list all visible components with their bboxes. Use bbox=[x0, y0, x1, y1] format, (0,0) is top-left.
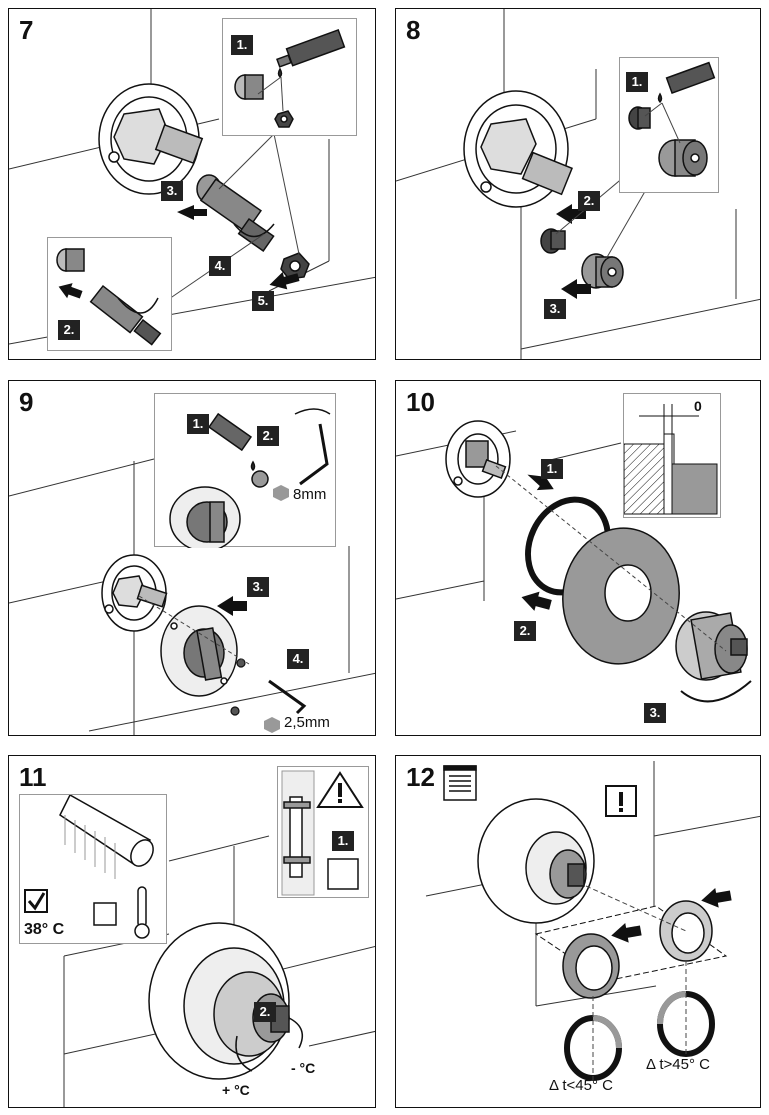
delta-low-label: Δ t<45° C bbox=[549, 1077, 613, 1094]
document-icon bbox=[443, 765, 477, 801]
step-badge: 4. bbox=[287, 649, 309, 669]
hex-key-icon bbox=[268, 679, 307, 715]
inset-spindle: 2. bbox=[47, 237, 172, 351]
plus-temp-label: + °C bbox=[222, 1082, 250, 1098]
panel-number: 8 bbox=[406, 15, 421, 45]
step-badge: 1. bbox=[332, 831, 354, 851]
inset-warning: 1. bbox=[277, 766, 369, 898]
warning-icon bbox=[605, 785, 637, 817]
cover-plate bbox=[562, 527, 680, 665]
step-badge: 2. bbox=[58, 320, 80, 340]
step-badge: 3. bbox=[544, 299, 566, 319]
valve-body bbox=[445, 420, 511, 498]
step-badge: 1. bbox=[541, 459, 563, 479]
lubricant-tube-icon bbox=[628, 61, 716, 177]
gap-detail-icon bbox=[624, 404, 718, 515]
inset-lubricant: 1. 2. 8mm bbox=[154, 393, 336, 548]
hex-icon bbox=[273, 485, 289, 501]
panel-12-illustration bbox=[425, 761, 760, 1081]
step-badge: 3. bbox=[161, 181, 183, 201]
inset-lubricant: 1. bbox=[222, 18, 357, 136]
valve-body bbox=[463, 90, 573, 208]
step-panel-10: 10 bbox=[395, 380, 761, 736]
panel-10-illustration bbox=[396, 420, 752, 703]
gap-value-label: 0 bbox=[694, 398, 702, 414]
step-badge: 1. bbox=[187, 414, 209, 434]
cartridge bbox=[675, 611, 748, 681]
minus-temp-label: - °C bbox=[291, 1060, 316, 1076]
warning-detail-icon bbox=[281, 770, 364, 896]
hex-size-label: 2,5mm bbox=[284, 714, 330, 731]
cap bbox=[581, 253, 624, 289]
hex-icon bbox=[264, 717, 280, 733]
step-badge: 2. bbox=[257, 426, 279, 446]
arrow-icon bbox=[269, 272, 300, 290]
step-badge: 2. bbox=[514, 621, 536, 641]
panel-9-illustration bbox=[9, 458, 375, 735]
thermostat-assembly bbox=[477, 798, 595, 924]
rotate-arrow-icon bbox=[288, 1017, 304, 1049]
panel-number: 7 bbox=[19, 15, 34, 45]
delta-high-label: Δ t>45° C bbox=[646, 1056, 710, 1073]
screw bbox=[230, 658, 246, 716]
step-panel-7: 7 bbox=[8, 8, 376, 360]
hex-size-label: 8mm bbox=[293, 486, 327, 503]
spindle-detail-icon bbox=[56, 248, 162, 346]
step-panel-11: 11 bbox=[8, 755, 376, 1108]
lubricant-tube-icon bbox=[234, 29, 346, 128]
inset-gap-detail: 0 bbox=[623, 393, 721, 518]
adapter-nut bbox=[540, 228, 566, 254]
panel-11-illustration bbox=[63, 835, 375, 1107]
rotate-arrow-icon bbox=[680, 680, 752, 703]
step-panel-9: 9 bbox=[8, 380, 376, 736]
step-badge: 2. bbox=[578, 191, 600, 211]
step-panel-8: 8 bbox=[395, 8, 761, 360]
panel-8-illustration bbox=[396, 9, 760, 359]
step-badge: 3. bbox=[644, 703, 666, 723]
step-badge: 2. bbox=[254, 1002, 276, 1022]
valve-body bbox=[98, 83, 204, 195]
panel-number: 9 bbox=[19, 387, 34, 417]
step-badge: 4. bbox=[209, 256, 231, 276]
arrow-icon bbox=[611, 922, 642, 943]
arrow-icon bbox=[521, 591, 552, 611]
arrow-icon bbox=[561, 279, 591, 299]
limit-ring-low bbox=[562, 933, 620, 999]
adapter-nut bbox=[280, 252, 310, 280]
water-drops-icon bbox=[93, 902, 117, 926]
water-drops-icon bbox=[327, 858, 359, 890]
warning-icon bbox=[316, 771, 364, 808]
arrow-icon bbox=[58, 283, 83, 299]
thermostat-assembly bbox=[148, 922, 290, 1080]
panel-number: 11 bbox=[19, 762, 47, 792]
arrow-icon bbox=[217, 596, 247, 616]
panel-7-illustration bbox=[9, 9, 375, 345]
arrow-icon bbox=[177, 205, 207, 220]
rotate-arrow-icon bbox=[235, 1035, 253, 1072]
arrow-icon bbox=[527, 471, 554, 491]
shower-head-icon bbox=[24, 795, 154, 939]
inset-shower-test: 38° C bbox=[19, 794, 167, 944]
lubricant-detail-icon bbox=[169, 408, 331, 548]
step-badge: 3. bbox=[247, 577, 269, 597]
step-panel-12: 12 bbox=[395, 755, 761, 1108]
panel-number: 10 bbox=[406, 387, 435, 417]
cover-sleeve bbox=[160, 605, 238, 697]
arrow-icon bbox=[701, 887, 732, 908]
step-badge: 5. bbox=[252, 291, 274, 311]
spindle-extension bbox=[196, 174, 275, 252]
inset-lubricant: 1. bbox=[619, 57, 719, 193]
thermometer-icon bbox=[134, 886, 150, 939]
step-badge: 1. bbox=[626, 72, 648, 92]
valve-body bbox=[101, 554, 168, 632]
step-badge: 1. bbox=[231, 35, 253, 55]
temperature-label: 38° C bbox=[24, 921, 65, 938]
panel-number: 12 bbox=[406, 762, 435, 792]
